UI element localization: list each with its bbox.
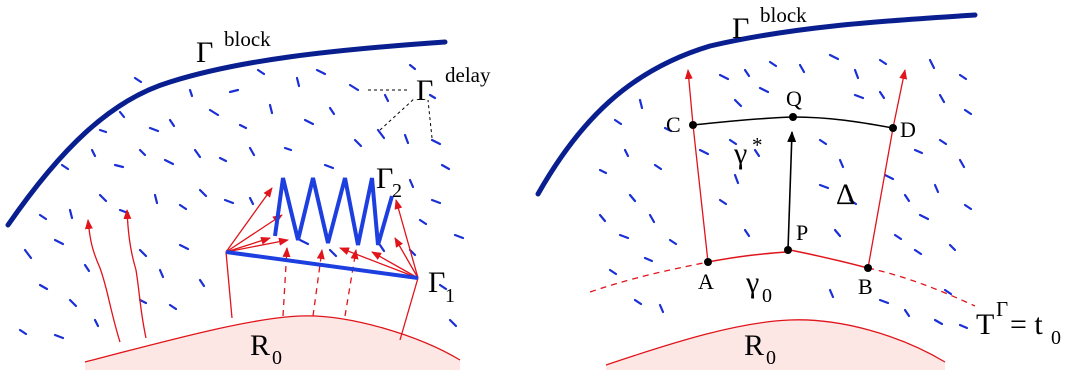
right-region-r0-edge: [605, 319, 946, 366]
point-p-label: P: [796, 220, 808, 245]
left-gamma1-line: [225, 250, 419, 280]
right-r0-sub: 0: [766, 347, 776, 369]
point-p: [784, 246, 792, 254]
point-a: [704, 258, 712, 266]
level-set-sup: Γ: [996, 297, 1008, 321]
left-gamma-block-sup: block: [224, 27, 271, 51]
right-gamma-block-sup: block: [760, 3, 807, 27]
point-q-label: Q: [786, 86, 802, 111]
left-gamma-block-label: Γ: [196, 36, 213, 69]
left-gamma1-label: Γ: [428, 266, 445, 299]
right-gamma0-label: γ: [745, 266, 759, 299]
right-gamma-block-curve: [535, 12, 978, 197]
point-q: [789, 113, 797, 121]
left-region-r0: [85, 315, 460, 370]
left-r0-label: R: [250, 329, 270, 362]
point-d: [889, 124, 897, 132]
left-gamma-block-curve: [5, 39, 448, 228]
right-gamma0-sub: 0: [762, 285, 772, 307]
left-red-characteristics: [84, 209, 147, 343]
left-gamma-delay-marks: [18, 63, 465, 340]
right-points: [689, 113, 897, 272]
point-a-label: A: [698, 269, 714, 294]
level-set-eq: = t: [1010, 308, 1043, 341]
left-panel: [5, 39, 465, 370]
right-delta-label: Δ: [836, 178, 855, 211]
right-gamma-star-label: γ: [733, 137, 747, 170]
left-gamma2-sub: 2: [392, 180, 402, 202]
left-gamma-delay-leaders: [368, 89, 433, 139]
left-gamma2-zigzag: [273, 177, 394, 246]
right-gamma-block-label: Γ: [732, 12, 749, 45]
left-gamma2-label: Γ: [376, 162, 393, 195]
point-c-label: C: [666, 112, 681, 137]
left-region-r0-edge: [84, 315, 461, 363]
right-level-set-dashed: [589, 261, 976, 307]
left-gamma1-sub: 1: [445, 285, 455, 307]
right-gamma-delay-marks: [598, 53, 973, 330]
right-gamma-star-sup: *: [752, 133, 763, 157]
left-r0-sub: 0: [272, 347, 282, 369]
right-r0-label: R: [744, 329, 764, 362]
point-c: [689, 121, 697, 129]
left-fan-rays: [225, 187, 419, 279]
point-d-label: D: [900, 117, 916, 142]
right-p-to-q-arrow: [787, 131, 797, 251]
point-b: [864, 264, 872, 272]
left-gamma-delay-label: Γ: [416, 74, 433, 107]
left-gamma-delay-sup: delay: [445, 63, 491, 87]
point-b-label: B: [858, 274, 873, 299]
level-set-label: T: [976, 308, 994, 341]
right-region-r0: [606, 319, 945, 370]
right-panel: [535, 12, 978, 370]
level-set-sub: 0: [1051, 327, 1061, 349]
